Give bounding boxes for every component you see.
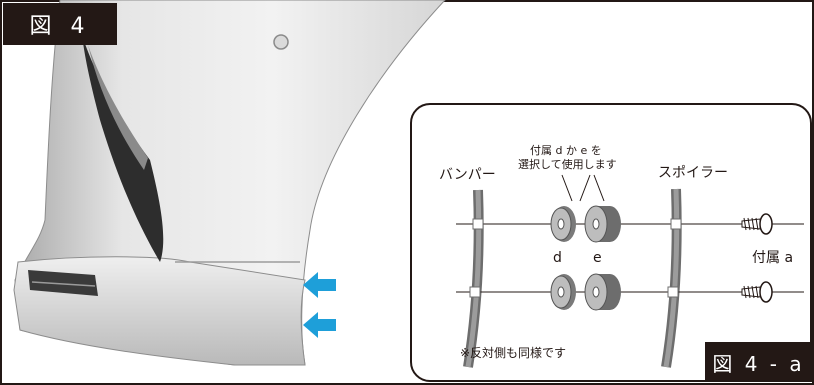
washer-e-lower xyxy=(584,273,621,311)
washer-d-label: d xyxy=(553,250,562,266)
spoiler-hole-lower xyxy=(667,286,679,298)
lamp-slot-line xyxy=(31,281,96,287)
screw-lower xyxy=(741,281,773,303)
arrow-lower xyxy=(303,312,336,338)
figure-sub-label: 図 4 - a xyxy=(705,342,812,382)
opposite-side-note: ※反対側も同様です xyxy=(460,346,567,360)
note-leader xyxy=(561,174,605,202)
spoiler-label: スポイラー xyxy=(658,165,728,181)
screw-upper xyxy=(741,213,773,235)
accessory-note-line2: 選択して使用します xyxy=(518,158,617,171)
lamp-slot xyxy=(28,270,98,296)
bumper-label: バンパー xyxy=(439,167,496,183)
spoiler-wall-inner xyxy=(663,188,680,368)
washer-e-upper xyxy=(584,205,621,243)
detail-inset: 付属 d か e を 選択して使用します バンパー スポイラー d e 付属 a… xyxy=(410,103,812,382)
washer-d-lower xyxy=(550,274,576,310)
washer-e-label: e xyxy=(593,250,602,266)
spoiler-hole-upper xyxy=(670,218,682,230)
bumper-hole-lower xyxy=(469,286,481,298)
arrow-upper xyxy=(303,272,336,298)
detail-diagram xyxy=(456,174,804,368)
figure-label: 図 4 xyxy=(3,3,117,45)
washer-d-upper xyxy=(550,206,576,242)
screw-label: 付属 a xyxy=(752,250,794,266)
grille-chrome xyxy=(88,45,148,170)
bumper-wall-inner xyxy=(465,189,482,368)
grille-opening xyxy=(82,35,164,262)
bumper-hole-upper xyxy=(472,218,484,230)
parking-sensor xyxy=(273,34,289,50)
accessory-note-line1: 付属 d か e を xyxy=(530,144,602,157)
